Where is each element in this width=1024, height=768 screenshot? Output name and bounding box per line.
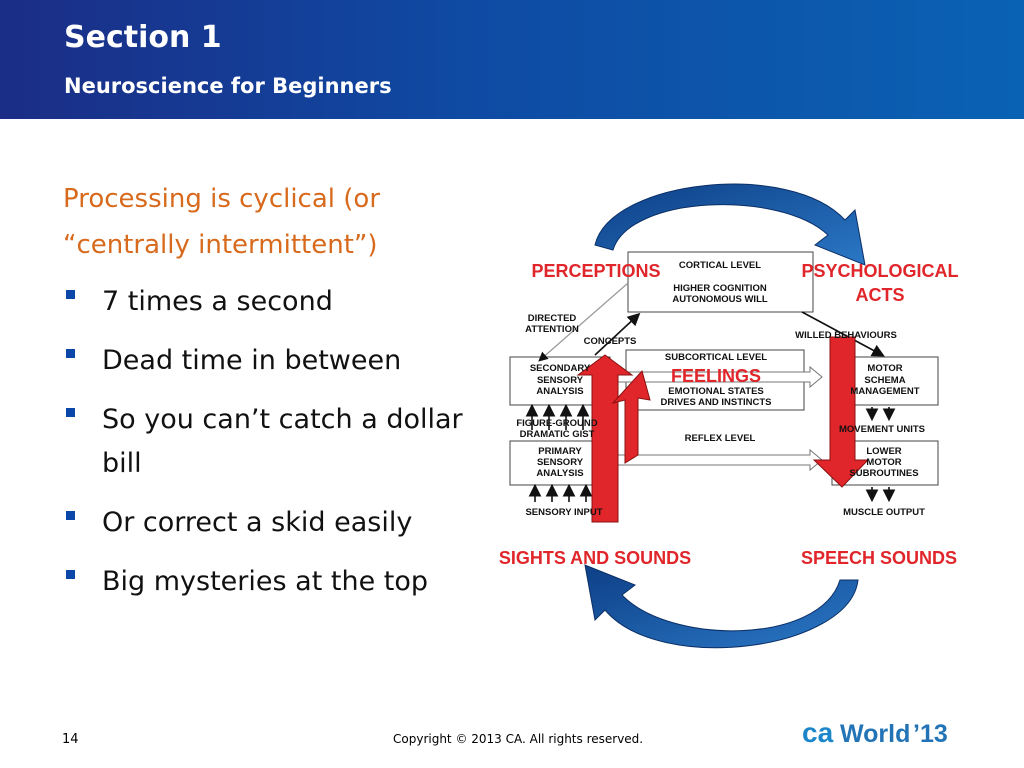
psychological-acts-label-2: ACTS (856, 285, 905, 305)
bullet-text: Dead time in between (102, 345, 402, 376)
bullet-square-icon (66, 511, 75, 520)
bullet-text: So you can’t catch a dollar bill (102, 404, 463, 479)
cortical-level-box (627, 251, 814, 313)
lower-motor-label-3: SUBROUTINES (849, 468, 918, 479)
directed-attention-label-2: ATTENTION (525, 324, 579, 335)
top-cycle-arrow-icon (594, 183, 866, 266)
bullet-item: Or correct a skid easily (64, 501, 484, 545)
drives-instincts-label: DRIVES AND INSTINCTS (660, 397, 771, 408)
hollow-arrow-icon (609, 365, 823, 472)
bullet-list: 7 times a second Dead time in between So… (64, 280, 484, 619)
primary-sensory-label: PRIMARY (538, 446, 582, 457)
emotional-states-label: EMOTIONAL STATES (668, 386, 764, 397)
bottom-cycle-arrow-icon (584, 564, 859, 649)
sights-sounds-label: SIGHTS AND SOUNDS (499, 548, 691, 568)
lower-motor-label: LOWER (866, 446, 901, 457)
bullet-item: So you can’t catch a dollar bill (64, 398, 484, 486)
connector-lines (525, 282, 896, 503)
subcortical-level-label: SUBCORTICAL LEVEL (665, 352, 767, 363)
copyright-notice: Copyright © 2013 CA. All rights reserved… (393, 732, 644, 746)
bullet-text: Or correct a skid easily (102, 507, 413, 538)
lower-motor-label-2: MOTOR (866, 457, 901, 468)
primary-sensory-label-3: ANALYSIS (536, 468, 583, 479)
willed-behaviours-label: WILLED BEHAVIOURS (795, 330, 897, 341)
red-up-arrow-icon (576, 354, 651, 523)
feelings-label: FEELINGS (671, 366, 761, 386)
higher-cognition-label: HIGHER COGNITION (673, 283, 767, 294)
movement-units-label: MOVEMENT UNITS (839, 424, 925, 435)
section-subtitle: Neuroscience for Beginners (64, 74, 392, 98)
sensory-input-label: SENSORY INPUT (525, 507, 602, 518)
header-banner: Section 1 Neuroscience for Beginners (0, 0, 1024, 119)
bullet-text: 7 times a second (102, 286, 333, 317)
concepts-label: CONCEPTS (584, 336, 637, 347)
motor-schema-label-2: SCHEMA (864, 375, 905, 386)
secondary-sensory-label: SECONDARY (530, 363, 591, 374)
logo-world: World (840, 720, 910, 748)
secondary-sensory-label-2: SENSORY (537, 375, 584, 386)
secondary-sensory-label-3: ANALYSIS (536, 386, 583, 397)
red-down-arrow-icon (812, 336, 870, 488)
ca-world-13-logo: ca World ’13 (802, 717, 948, 748)
logo-ca: ca (802, 717, 834, 748)
bullet-item: 7 times a second (64, 280, 484, 324)
autonomous-will-label: AUTONOMOUS WILL (672, 294, 768, 305)
bullet-square-icon (66, 408, 75, 417)
bullet-item: Dead time in between (64, 339, 484, 383)
speech-sounds-label: SPEECH SOUNDS (801, 548, 957, 568)
cortical-level-label: CORTICAL LEVEL (679, 260, 761, 271)
reflex-level-label: REFLEX LEVEL (685, 433, 756, 444)
page-number: 14 (62, 732, 79, 747)
perceptions-label: PERCEPTIONS (531, 261, 660, 281)
primary-sensory-label-2: SENSORY (537, 457, 584, 468)
lead-statement: Processing is cyclical (or “centrally in… (63, 184, 381, 260)
section-title: Section 1 (64, 20, 222, 55)
motor-schema-label: MOTOR (867, 363, 902, 374)
logo-year: ’13 (913, 720, 948, 748)
psychological-acts-label: PSYCHOLOGICAL (801, 261, 958, 281)
directed-attention-label: DIRECTED (528, 313, 577, 324)
bullet-text: Big mysteries at the top (102, 566, 429, 597)
bullet-item: Big mysteries at the top (64, 560, 484, 604)
bullet-square-icon (66, 570, 75, 579)
motor-schema-label-3: MANAGEMENT (850, 386, 919, 397)
dramatic-gist-label: DRAMATIC GIST (520, 429, 595, 440)
bullet-square-icon (66, 349, 75, 358)
figure-ground-label: FIGURE-GROUND (516, 418, 597, 429)
processing-cycle-diagram: CORTICAL LEVEL HIGHER COGNITION AUTONOMO… (499, 183, 959, 649)
bullet-square-icon (66, 290, 75, 299)
muscle-output-label: MUSCLE OUTPUT (843, 507, 925, 518)
